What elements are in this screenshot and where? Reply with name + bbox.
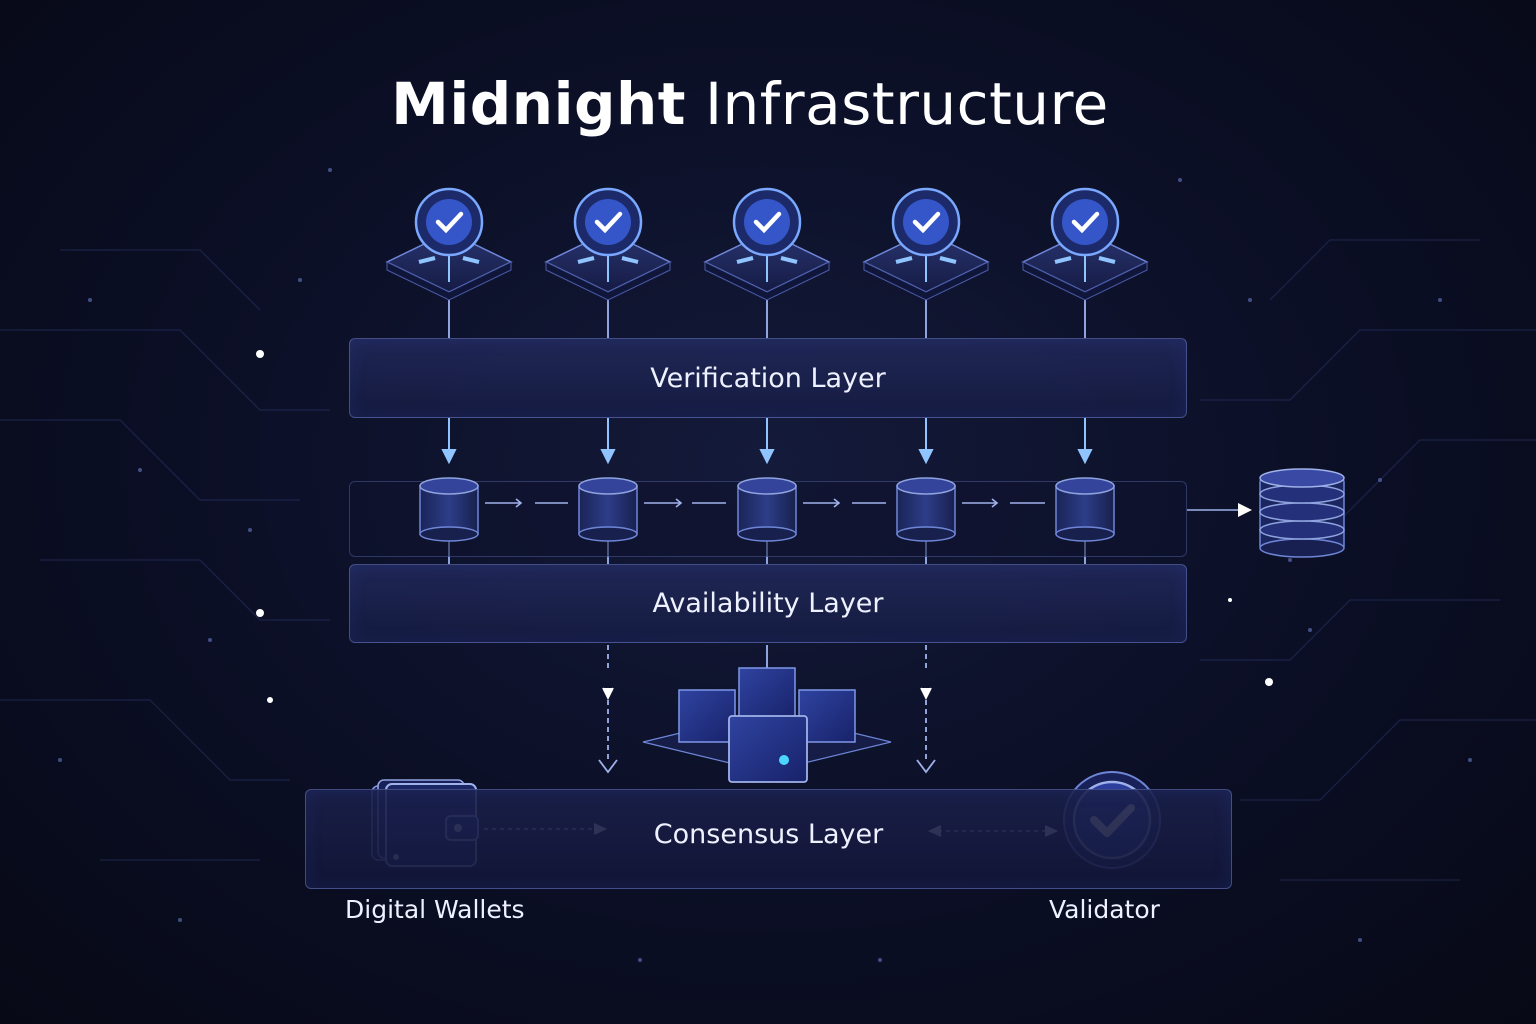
storage-arrow-head bbox=[1238, 503, 1252, 517]
verification-node-4 bbox=[862, 187, 990, 338]
availability-layer: Availability Layer bbox=[349, 564, 1187, 643]
database-cylinder-icon bbox=[737, 477, 797, 542]
verification-layer-label: Verification Layer bbox=[650, 362, 886, 394]
verification-down-arrows bbox=[441, 418, 1093, 465]
data-flow-arrows bbox=[485, 498, 1240, 511]
consensus-layer-label: Consensus Layer bbox=[653, 818, 884, 850]
verification-layer: Verification Layer bbox=[349, 338, 1187, 418]
digital-wallets-label: Digital Wallets bbox=[345, 895, 525, 924]
page-title: Midnight Infrastructure bbox=[0, 70, 1500, 138]
verification-node-5 bbox=[1021, 187, 1149, 338]
title-bold: Midnight bbox=[391, 70, 686, 138]
database-cylinder-icon bbox=[578, 477, 638, 542]
title-light: Infrastructure bbox=[704, 70, 1109, 138]
validator-label: Validator bbox=[1049, 895, 1160, 924]
verification-node-1 bbox=[385, 187, 513, 338]
availability-layer-label: Availability Layer bbox=[652, 588, 884, 619]
database-cylinder-icon bbox=[896, 477, 956, 542]
database-cylinder-icon bbox=[419, 477, 479, 542]
block-cubes-icon bbox=[642, 667, 892, 783]
verification-node-3 bbox=[703, 187, 831, 338]
verification-node-2 bbox=[544, 187, 672, 338]
consensus-layer: Consensus Layer bbox=[305, 789, 1232, 889]
database-stack-icon bbox=[1259, 468, 1345, 558]
availability-down-arrows bbox=[598, 645, 936, 774]
database-cylinder-icon bbox=[1055, 477, 1115, 542]
